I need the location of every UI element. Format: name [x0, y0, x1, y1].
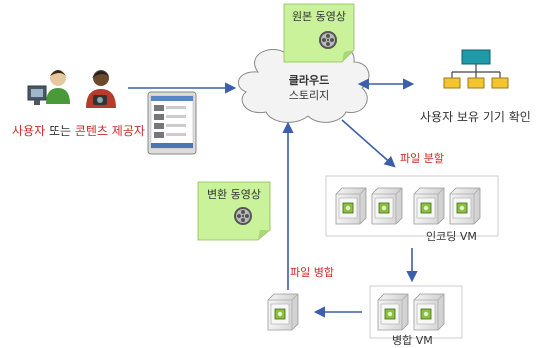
split-label: 파일 분할 [400, 152, 444, 165]
merge-vm-label: 병합 VM [392, 334, 433, 347]
user-label-part2: 또는 [45, 124, 75, 138]
merge-vm-cluster [369, 285, 463, 339]
encoding-vm-cluster [325, 175, 499, 237]
device-network-icon [443, 49, 509, 89]
content-provider-icon [86, 70, 116, 108]
original-video-label: 원본 동영상 [291, 10, 347, 23]
converted-video-note [197, 181, 271, 241]
user-provider-label: 사용자 또는 콘텐츠 제공자 [12, 122, 145, 139]
cloud-label-line1: 클라우드 [288, 74, 330, 87]
cloud-label-line2: 스토리지 [288, 89, 330, 102]
tablet-icon [147, 91, 197, 155]
original-video-note [283, 3, 355, 63]
user-label-part1: 사용자 [12, 124, 46, 138]
user-with-monitor-icon [27, 70, 70, 105]
user-label-part3: 콘텐츠 제공자 [74, 124, 145, 138]
merge-label: 파일 병합 [290, 266, 334, 279]
encoding-vm-label: 인코딩 VM [426, 230, 477, 243]
device-check-label: 사용자 보유 기기 확인 [420, 110, 531, 124]
converted-video-label: 변환 동영상 [206, 188, 262, 201]
arrow-cloud-to-encoding [341, 119, 396, 168]
result-server-icon [268, 294, 298, 330]
